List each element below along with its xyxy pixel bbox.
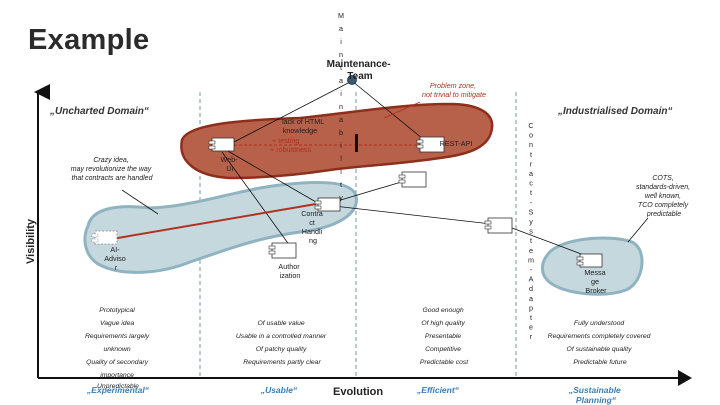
slide-title: Example [28, 24, 150, 56]
problem-zone-note: Problem zone, not trivial to mitigate [422, 81, 486, 99]
rest-api-label: REST-API [440, 139, 473, 148]
message-broker-label: Messa ge Broker [584, 268, 607, 295]
component-icon [208, 140, 216, 145]
uncharted-blob [83, 180, 358, 274]
component-contract-handling[interactable] [314, 197, 341, 212]
stage-label-sustainable: „Sustainable Planning“ [568, 385, 623, 405]
component-web-ui[interactable] [208, 137, 235, 152]
link-contract-adapter [333, 205, 501, 226]
component-icon [91, 233, 99, 238]
component-icon [314, 200, 322, 205]
link-ai-contract [105, 203, 317, 241]
component-rest-api-secondary[interactable] [398, 171, 427, 188]
contract-handling-label: Contra ct Handli ng [301, 209, 325, 245]
link-webui-auth [221, 151, 291, 247]
link-webui-contract [225, 149, 317, 203]
criteria-experimental: Prototypical Vague idea Requirements lar… [85, 307, 151, 390]
x-axis-label: Evolution [333, 386, 383, 398]
component-ai-advisor[interactable] [91, 230, 118, 245]
link-team-webui [231, 80, 353, 144]
stage-label-efficient: „Efficient“ [416, 385, 460, 395]
component-icon [268, 245, 276, 250]
component-contract-system-adapter[interactable] [484, 217, 513, 234]
web-ui-label: Web- UI [220, 155, 239, 173]
stage-label-experimental: „Experimental“ [86, 385, 150, 395]
component-icon [398, 174, 406, 179]
authorization-label: Author ization [278, 262, 301, 280]
link-crazy-note [121, 189, 159, 215]
cots-note: COTS, standards-driven, well known, TCO … [636, 175, 692, 218]
industrialised-domain-heading: „Industrialised Domain“ [557, 106, 672, 117]
component-authorization[interactable] [268, 242, 297, 259]
robustness-note: + robustness [270, 145, 312, 154]
link-cots-note [627, 217, 649, 243]
ai-advisor-label: AI- Adviso r [104, 245, 128, 272]
maintainability-barrier [355, 134, 358, 152]
y-axis-label: Visibility [25, 218, 37, 264]
testing-note: + testing [272, 136, 299, 145]
component-message-broker[interactable] [576, 253, 603, 268]
component-icon [484, 220, 492, 225]
stage-label-usable: „Usable“ [260, 385, 298, 395]
maintenance-team-node[interactable] [347, 75, 357, 85]
link-adapter-broker [511, 227, 593, 259]
maintenance-team-label: Maintenance- Team [327, 59, 394, 82]
link-team-rest [351, 80, 429, 144]
criteria-usable: Of usable value Usable in a controlled m… [236, 320, 328, 366]
criteria-sustainable: Fully understood Requirements completely… [548, 320, 653, 366]
component-rest-api[interactable] [416, 136, 445, 153]
problem-zone-blob [180, 102, 494, 180]
uncharted-domain-heading: „Uncharted Domain“ [49, 106, 149, 117]
link-contract-rest [333, 179, 409, 203]
problem-zone-pointer [383, 101, 421, 119]
html-knowledge-note: lack of HTML knowledge [282, 117, 326, 135]
component-icon [416, 139, 424, 144]
component-icon [576, 256, 584, 261]
crazy-idea-note: Crazy idea, may revolutionize the way th… [71, 157, 154, 182]
criteria-efficient: Good enough Of high quality Presentable … [420, 307, 469, 366]
